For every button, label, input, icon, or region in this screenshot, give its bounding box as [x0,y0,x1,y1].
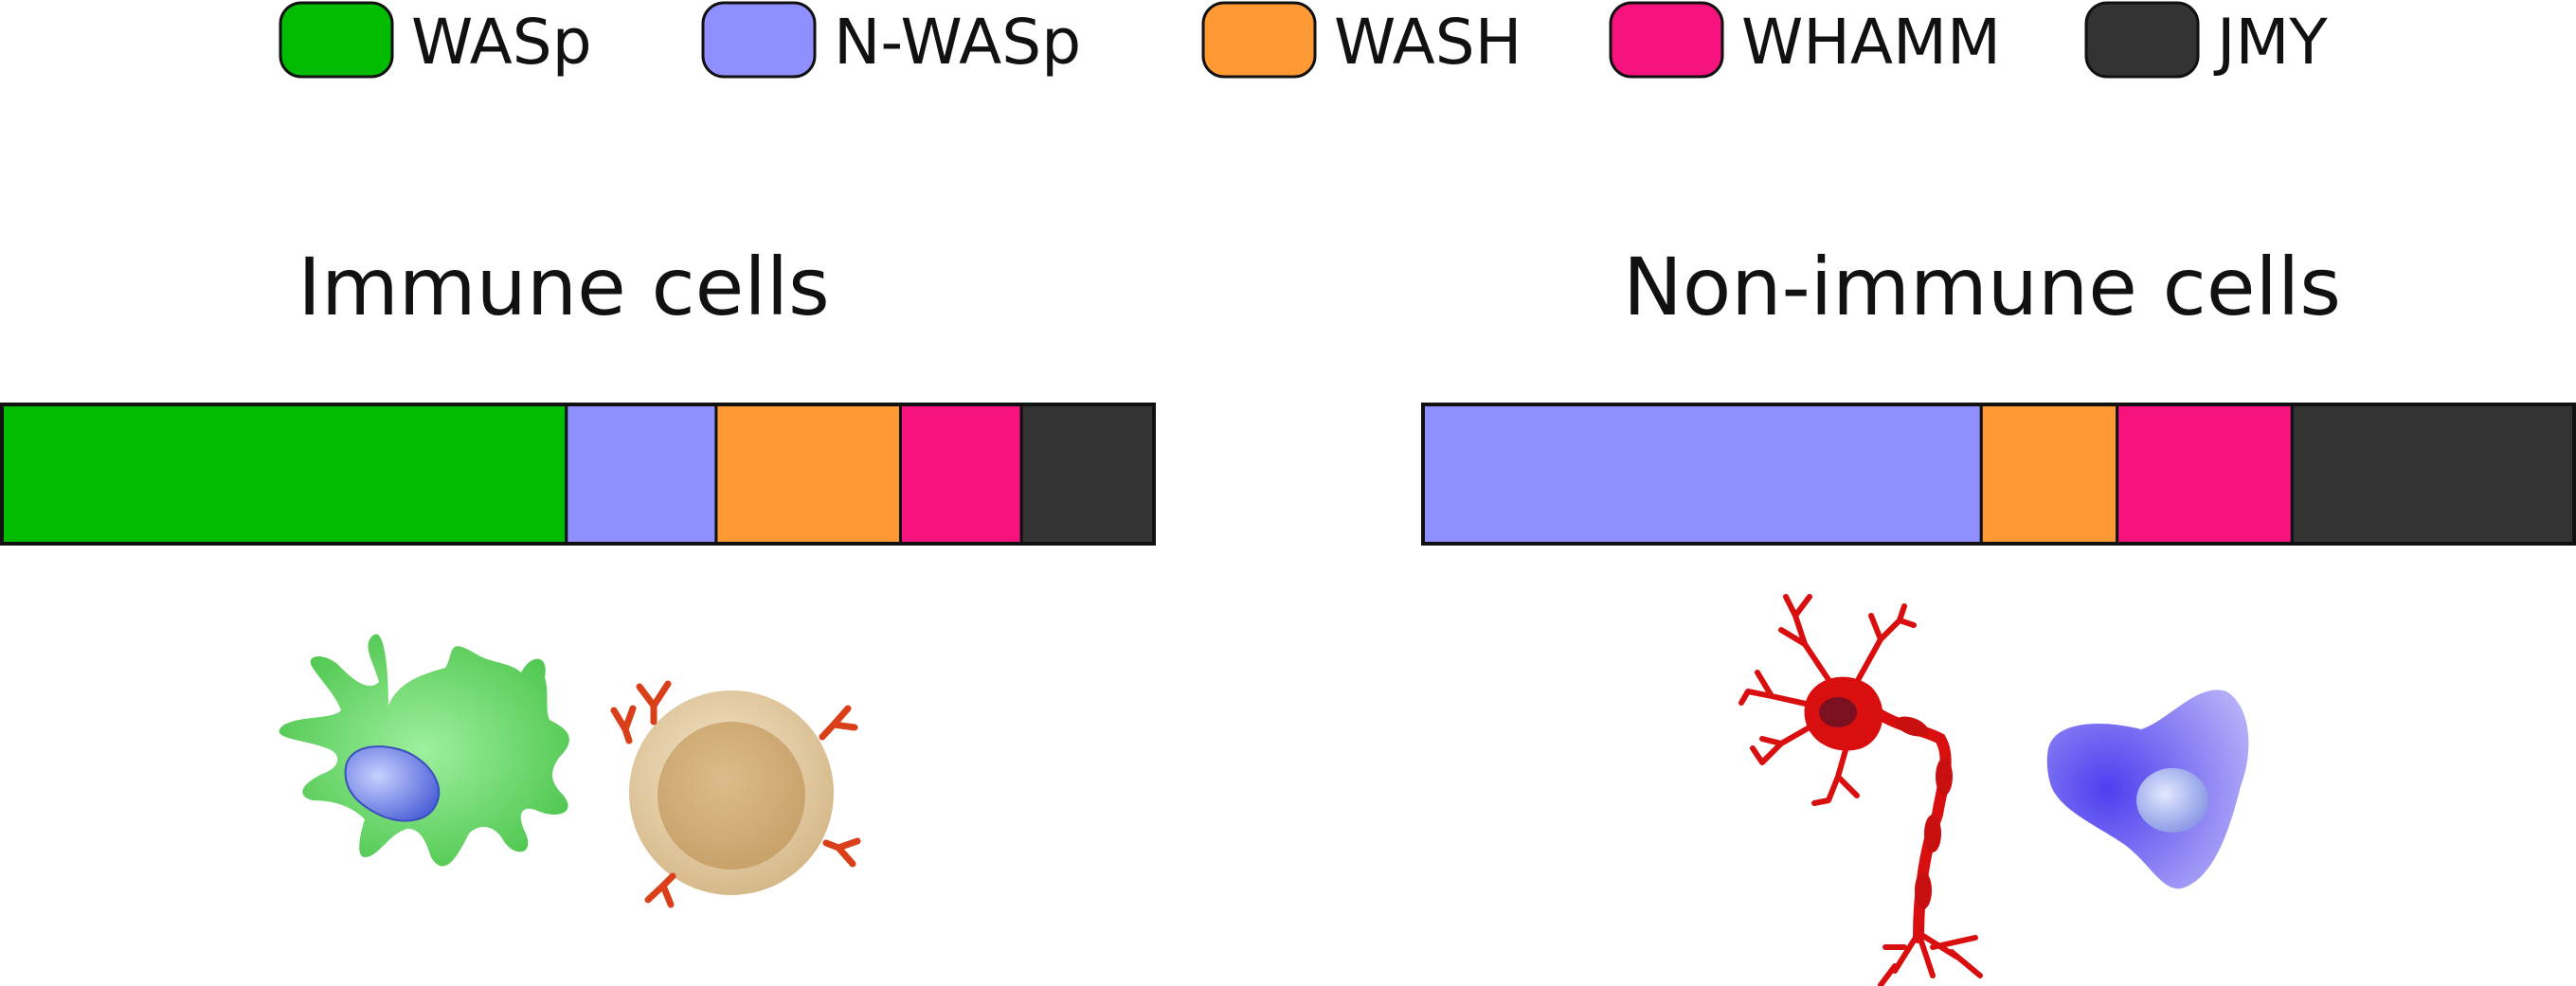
legend-item-whamm: WHAMM [1609,1,2001,79]
bar-segment-wasp [0,403,568,546]
bar-outline [1421,403,2576,546]
bar-outline [0,403,1156,546]
legend-swatch-n-wasp [701,1,817,79]
immune-cells-bar [0,403,1156,546]
legend-item-jmy: JMY [2084,1,2328,79]
non-immune-cells-bar [1421,403,2576,546]
neuron-icon [1738,594,1983,986]
legend-label-wasp: WASp [411,6,592,79]
legend-item-n-wasp: N-WASp [701,1,1081,79]
legend-label-n-wasp: N-WASp [834,6,1081,79]
dendritic-cell-icon [279,634,569,867]
bar-segment-whamm [2116,403,2294,546]
lymphocyte-icon [610,680,861,908]
immune-cells-title: Immune cells [297,241,830,333]
legend-swatch-wasp [279,1,394,79]
bar-segment-n-wasp [1421,403,1983,546]
bar-segment-jmy [1019,403,1156,546]
legend-label-whamm: WHAMM [1741,6,2001,79]
non-immune-cells-title: Non-immune cells [1623,241,2341,333]
epithelial-cell-icon [2046,690,2249,889]
bar-segment-jmy [2290,403,2576,546]
legend-label-jmy: JMY [2213,6,2328,79]
bar-segment-wash [1979,403,2119,546]
legend-swatch-whamm [1609,1,1724,79]
legend-swatch-wash [1201,1,1317,79]
bar-segment-wash [714,403,902,546]
bar-segment-n-wasp [565,403,718,546]
legend-label-wash: WASH [1334,6,1522,79]
legend: WASp N-WASp WASH WHAMM JMY [279,1,2328,79]
bar-segment-whamm [898,403,1023,546]
legend-item-wasp: WASp [279,1,592,79]
legend-swatch-jmy [2084,1,2200,79]
legend-item-wash: WASH [1201,1,1522,79]
